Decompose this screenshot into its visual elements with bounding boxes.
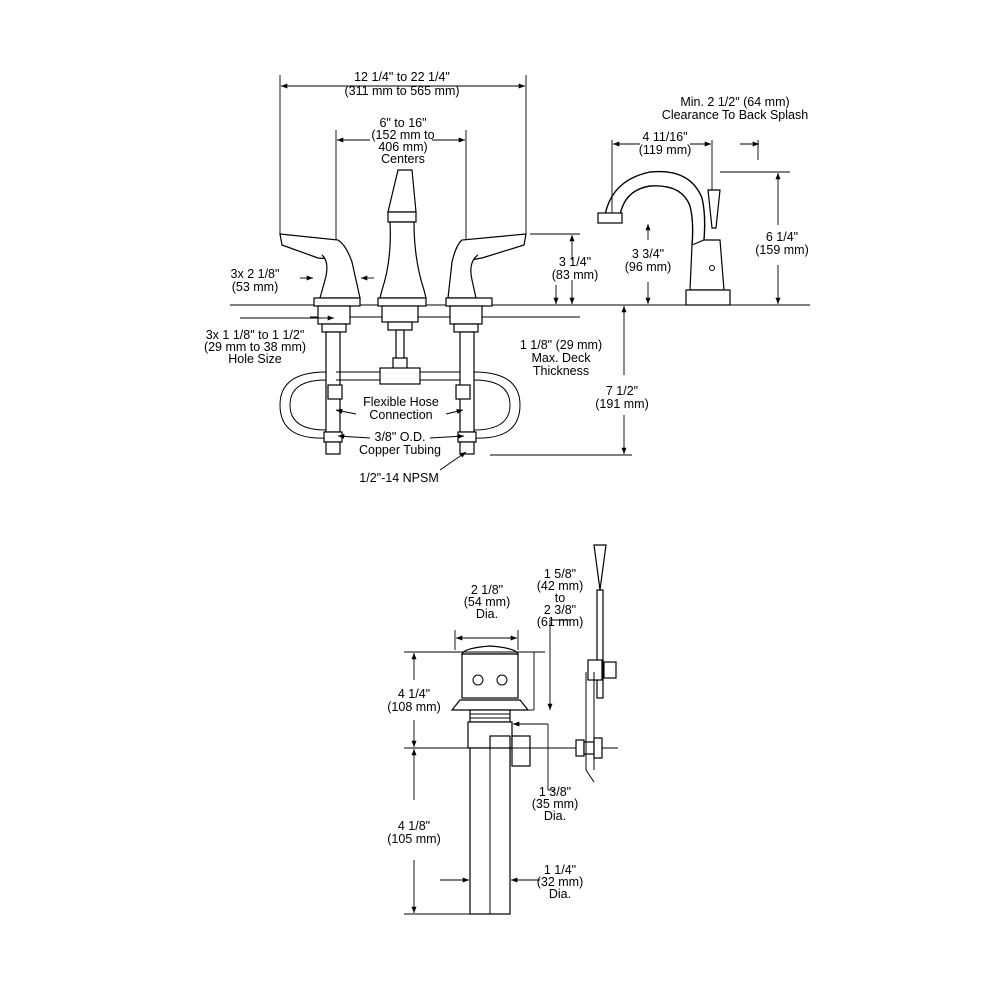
valve-shanks	[317, 305, 483, 433]
escutcheon-label: 3x 2 1/8"(53 mm)	[231, 267, 280, 294]
spout-height-label: 6 1/4"(159 mm)	[755, 230, 808, 257]
flange-dia-label: 2 1/8"(54 mm)Dia.	[464, 583, 511, 621]
clearance-label: Min. 2 1/2" (64 mm)Clearance To Back Spl…	[662, 95, 808, 122]
tubing-label: 3/8" O.D.Copper Tubing	[359, 430, 441, 457]
right-handle	[445, 233, 527, 307]
flexible-hose-loops	[279, 367, 521, 439]
reach-label: 4 11/16"(119 mm)	[639, 130, 692, 157]
left-handle	[279, 233, 361, 307]
center-spout-body	[377, 169, 427, 307]
drain-dimensions	[404, 619, 570, 915]
top-labels: 12 1/4" to 22 1/4"(311 mm to 565 mm) 6" …	[204, 70, 809, 485]
spout-side-profile	[597, 170, 731, 306]
body-height-label: 4 1/4"(108 mm)	[387, 687, 440, 714]
drain-assembly	[450, 544, 618, 915]
tail-dia-label: 1 1/4"(32 mm)Dia.	[537, 863, 584, 901]
handle-height-label: 3 1/4"(83 mm)	[552, 255, 599, 282]
npsm-label: 1/2"-14 NPSM	[359, 471, 438, 485]
drain-labels: 2 1/8"(54 mm)Dia. 4 1/4"(108 mm) 4 1/8"(…	[387, 567, 583, 901]
body-dia-label: 1 3/8"(35 mm)Dia.	[532, 785, 579, 823]
tail-length-label: 4 1/8"(105 mm)	[387, 819, 440, 846]
hole-size-label: 3x 1 1/8" to 1 1/2"(29 mm to 38 mm)Hole …	[204, 328, 306, 366]
overall-width-label: 12 1/4" to 22 1/4"(311 mm to 565 mm)	[344, 70, 459, 98]
below-deck-label: 7 1/2"(191 mm)	[595, 384, 648, 411]
spout-clearance-label: 3 3/4"(96 mm)	[625, 247, 672, 274]
top-dimensions	[240, 75, 790, 471]
faucet-front-view	[230, 169, 810, 455]
